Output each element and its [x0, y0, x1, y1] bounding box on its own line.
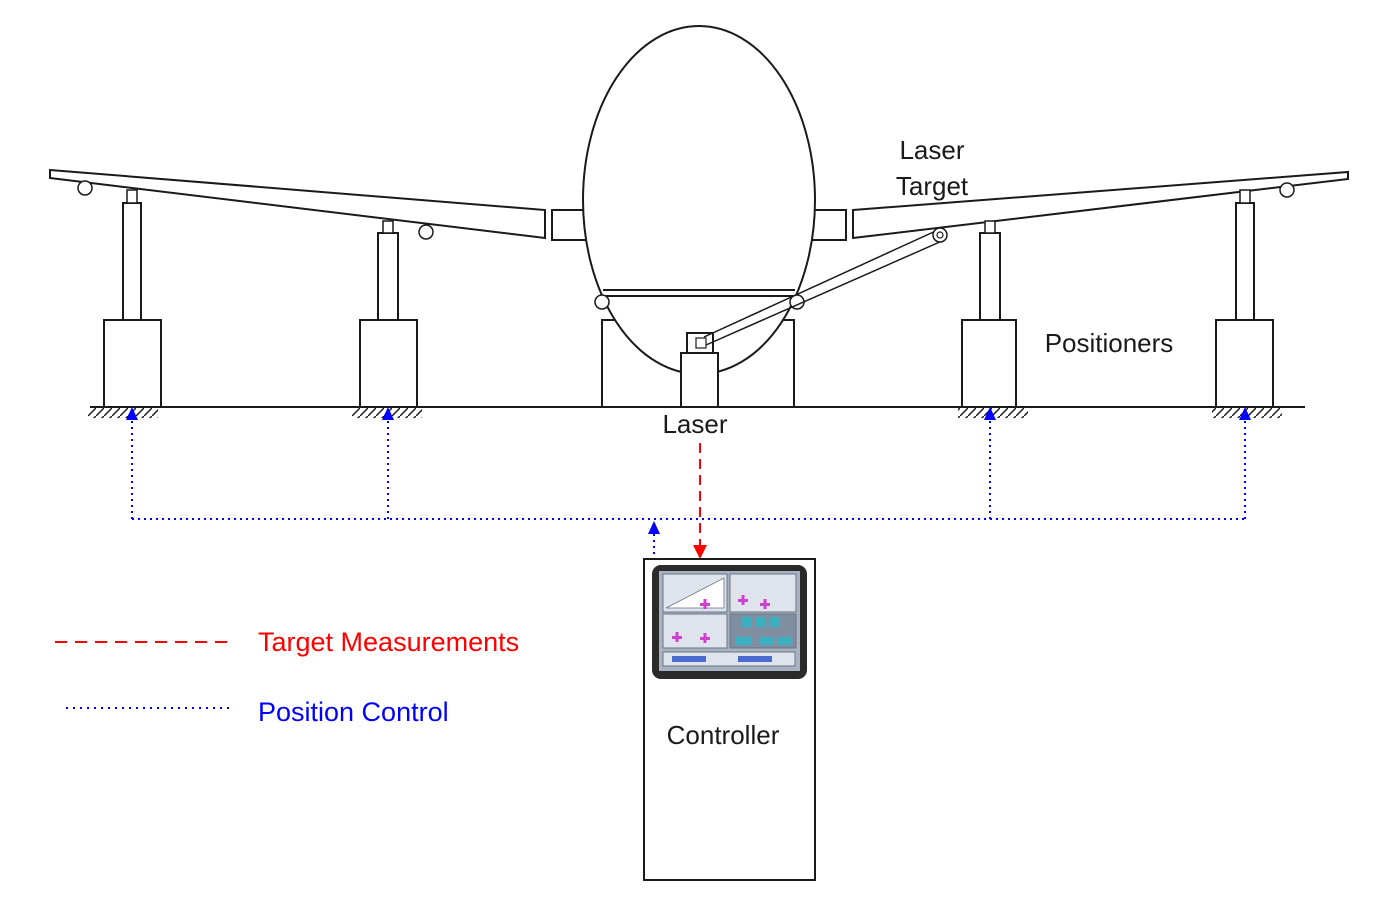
- positioners-label: Positioners: [1045, 328, 1174, 358]
- right-wing-target-outer: [1279, 182, 1295, 198]
- laser-target-label-line2: Target: [896, 171, 969, 201]
- legend-position-control-label: Position Control: [258, 697, 449, 727]
- positioner-3: [958, 220, 1028, 418]
- legend-target-measurements-label: Target Measurements: [258, 627, 519, 657]
- position-control-network: [131, 420, 1246, 560]
- positioner-4: [1212, 189, 1282, 418]
- laser-beam-upper: [703, 228, 941, 338]
- controller-screen: [652, 565, 807, 679]
- left-wing-target-inner: [418, 224, 434, 240]
- fuselage-target-left: [594, 294, 610, 310]
- positioner-1: [88, 189, 162, 418]
- target-measurement-arrowhead: [693, 545, 707, 559]
- laser-beam-lower: [705, 240, 943, 346]
- left-wing-target-outer: [77, 180, 93, 196]
- controller-label: Controller: [667, 720, 780, 750]
- laser-target-icon: [932, 227, 948, 243]
- left-wing: [49, 168, 546, 240]
- laser-label: Laser: [662, 409, 727, 439]
- positioner-2: [352, 220, 422, 418]
- right-wing: [852, 170, 1349, 240]
- fuselage: [582, 25, 816, 375]
- laser-target-label-line1: Laser: [899, 135, 964, 165]
- position-control-arrowheads: [126, 407, 1251, 534]
- laser-pedestal: [680, 352, 719, 408]
- laser-target-center: [936, 231, 944, 239]
- laser-head-lens: [695, 337, 707, 349]
